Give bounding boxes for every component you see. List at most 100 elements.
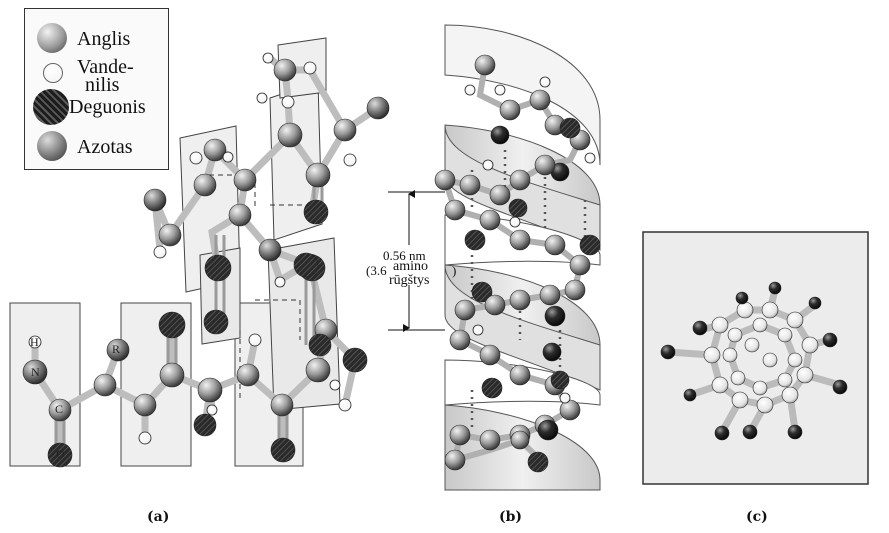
carbon-atom	[159, 362, 185, 388]
carbon-atom	[449, 329, 471, 351]
nitrogen-letter: N	[31, 365, 40, 379]
hydrogen-atom	[494, 84, 506, 96]
legend-box: Anglis Vande- nilis Deguonis Azotas	[24, 8, 169, 170]
oxygen-atom	[768, 281, 782, 295]
carbon-atom	[93, 373, 117, 397]
hydrogen-atom	[281, 95, 295, 109]
hydrogen-letter: H	[30, 335, 39, 349]
light-atom	[711, 316, 729, 334]
carbon-atom	[236, 363, 260, 387]
oxygen-atom	[471, 281, 493, 303]
light-atom	[727, 327, 743, 343]
carbon-atom	[333, 118, 357, 142]
carbon-atom	[499, 99, 521, 121]
hydrogen-atom	[539, 76, 551, 88]
light-atom	[756, 396, 774, 414]
carbon-atom	[270, 393, 294, 417]
oxygen-atom	[193, 413, 217, 437]
carbon-atom	[569, 254, 591, 276]
oxygen-atom	[490, 125, 510, 145]
oxygen-atom	[832, 379, 848, 395]
carbon-atom	[444, 199, 466, 221]
light-atom	[796, 366, 814, 384]
oxygen-atom	[714, 425, 730, 441]
legend-label-hydrogen-line2: nilis	[85, 74, 120, 96]
oxygen-atom	[735, 291, 749, 305]
carbon-atom	[474, 54, 496, 76]
carbon-letter: C	[55, 402, 63, 416]
carbon-atom	[509, 289, 531, 311]
carbon-atom	[510, 430, 530, 450]
oxygen-atom	[683, 388, 697, 402]
hydrogen-atom	[262, 52, 274, 64]
oxygen-atom	[822, 332, 838, 348]
hydrogen-atom	[472, 324, 484, 336]
panel-label-a: (a)	[147, 509, 170, 525]
carbon-atom	[479, 209, 501, 231]
hydrogen-atom	[482, 159, 494, 171]
carbon-atom	[273, 58, 297, 82]
oxygen-atom	[579, 234, 601, 256]
pitch-amino-label: amino	[393, 259, 428, 274]
carbon-atom	[454, 299, 476, 321]
carbon-atom	[479, 429, 501, 451]
panel-c-atoms	[660, 281, 848, 441]
hydrogen-atom	[559, 392, 571, 404]
hydrogen-atom	[584, 152, 596, 164]
nitrogen-atom	[366, 96, 390, 120]
hydrogen-atom	[329, 379, 341, 391]
oxygen-atom	[808, 296, 822, 310]
light-atom	[752, 380, 768, 396]
oxygen-atom	[342, 347, 368, 373]
oxygen-atom	[542, 342, 562, 362]
oxygen-atom	[544, 305, 566, 327]
light-atom	[801, 336, 819, 354]
carbon-atom	[434, 169, 456, 191]
carbon-atom	[233, 168, 257, 192]
legend-item-carbon: Anglis	[25, 23, 168, 57]
pitch-length-label: 0.56 nm	[383, 248, 426, 263]
light-atom	[711, 376, 729, 394]
oxygen-atom	[204, 254, 232, 282]
panel-c-end-view	[642, 231, 869, 485]
hydrogen-atom	[303, 61, 317, 75]
hydrogen-atom	[464, 84, 476, 96]
hydrogen-atom	[189, 151, 203, 165]
oxygen-atom	[158, 311, 186, 339]
oxygen-atom	[692, 320, 708, 336]
oxygen-letter: O	[56, 447, 65, 461]
hydrogen-atom	[274, 276, 286, 288]
pitch-measurement	[388, 190, 445, 332]
carbon-atom	[509, 169, 531, 191]
carbon-atom	[484, 294, 506, 316]
carbon-atom	[509, 364, 531, 386]
oxygen-atom	[270, 437, 296, 463]
legend-label-nitrogen: Azotas	[77, 136, 133, 158]
pitch-residues-label: (3.6	[366, 263, 387, 278]
hydrogen-atom-icon	[43, 63, 63, 83]
nitrogen-atom-icon	[37, 131, 67, 161]
hydrogen-atom	[256, 92, 268, 104]
carbon-atom	[305, 162, 331, 188]
carbon-atom	[203, 138, 227, 162]
side-chain-letter: R	[112, 342, 120, 356]
oxygen-atom	[787, 424, 803, 440]
carbon-atom	[48, 398, 72, 422]
carbon-atom	[444, 449, 466, 471]
hydrogen-atom	[138, 431, 152, 445]
carbon-atom	[193, 173, 217, 197]
oxygen-atom	[293, 252, 319, 278]
legend-label-oxygen: Deguonis	[69, 96, 146, 118]
panel-label-c: (c)	[746, 509, 768, 525]
oxygen-atom	[508, 198, 528, 218]
light-atom	[730, 370, 746, 386]
oxygen-atom	[527, 451, 549, 473]
light-atom	[744, 337, 760, 353]
carbon-atom	[539, 284, 561, 306]
light-atom	[762, 352, 778, 368]
nitrogen-atom	[106, 338, 130, 362]
oxygen-atom	[537, 419, 559, 441]
oxygen-atom	[47, 442, 73, 468]
carbon-atom	[479, 344, 501, 366]
